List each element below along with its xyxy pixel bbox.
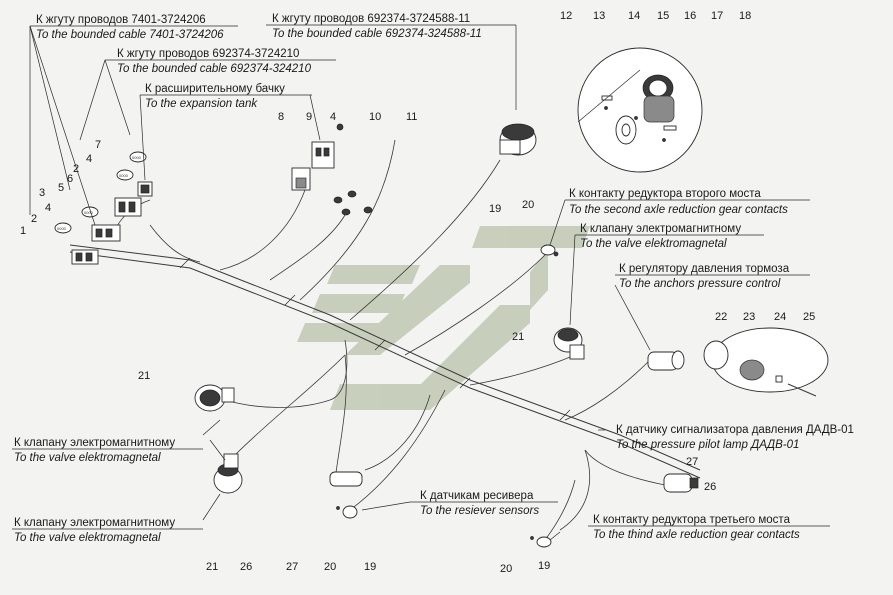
callout-21: 21 xyxy=(138,370,150,382)
valve-connector-right xyxy=(553,327,585,360)
label-pressure-sensor-ru: К датчику сигнализатора давления ДАДВ-01 xyxy=(616,424,854,436)
callout-20: 20 xyxy=(522,199,534,211)
callout-23: 23 xyxy=(743,311,755,323)
callout-1: 1 xyxy=(20,225,26,237)
connector-block-5 xyxy=(114,197,142,217)
callout-6: 6 xyxy=(67,173,73,185)
label-second-axle-ru: К контакту редуктора второго моста xyxy=(569,188,761,200)
label-brake-regulator-ru: К регулятору давления тормоза xyxy=(619,263,790,275)
terminals-10 xyxy=(333,190,373,216)
label-harness-588-ru: К жгуту проводов 692374-3724588-11 xyxy=(272,13,470,25)
callout-4: 4 xyxy=(330,111,336,123)
callout-19: 19 xyxy=(364,561,376,573)
watermark-logo xyxy=(297,226,590,410)
label-valve-right-ru: К клапану электромагнитному xyxy=(580,223,741,235)
callout-2: 2 xyxy=(73,163,79,175)
label-valve-left-lower-en: To the valve elektromagnetal xyxy=(14,532,161,544)
callout-9: 9 xyxy=(306,111,312,123)
sensor-second-axle xyxy=(540,244,559,257)
connector-9 xyxy=(311,141,335,169)
callout-19: 19 xyxy=(538,560,550,572)
harness-branches xyxy=(109,139,666,541)
connector-block-1 xyxy=(71,249,99,265)
connector-8 xyxy=(291,167,311,191)
label-harness-210-ru: К жгуту проводов 692374-3724210 xyxy=(117,48,299,60)
callout-19: 19 xyxy=(489,203,501,215)
label-valve-left-upper-en: To the valve elektromagnetal xyxy=(14,452,161,464)
callout-16: 16 xyxy=(684,10,696,22)
label-brake-regulator-en: To the anchors pressure control xyxy=(619,278,781,290)
label-expansion-tank-en: To the expansion tank xyxy=(145,98,258,110)
callout-26: 26 xyxy=(240,561,252,573)
valve-connector-left-upper xyxy=(194,384,235,412)
callout-14: 14 xyxy=(628,10,640,22)
valve-connector-left-lower xyxy=(213,453,243,494)
callout-4: 4 xyxy=(45,202,51,214)
callout-27: 27 xyxy=(286,561,298,573)
label-harness-210-en: To the bounded cable 692374-324210 xyxy=(117,63,312,75)
pressure-sensor-right xyxy=(663,473,699,493)
svg-text:0000: 0000 xyxy=(132,155,142,160)
callout-26: 26 xyxy=(704,481,716,493)
label-harness-588-en: To the bounded cable 692374-324588-11 xyxy=(272,28,482,40)
svg-text:0000: 0000 xyxy=(57,226,67,231)
terminal-4 xyxy=(336,123,344,131)
svg-text:0000: 0000 xyxy=(84,210,94,215)
callout-5: 5 xyxy=(58,182,64,194)
label-third-axle-ru: К контакту редуктора третьего моста xyxy=(593,514,791,526)
sensor-third-axle xyxy=(530,536,552,548)
receiver-sensor xyxy=(329,471,363,519)
detail-view-circle xyxy=(577,47,703,173)
label-valve-left-lower-ru: К клапану электромагнитному xyxy=(14,517,175,529)
callout-24: 24 xyxy=(774,311,786,323)
label-harness-7401-ru: К жгуту проводов 7401-3724206 xyxy=(36,14,206,26)
label-receiver-sensors-en: To the resiever sensors xyxy=(420,505,539,517)
callout-25: 25 xyxy=(803,311,815,323)
callout-12: 12 xyxy=(560,10,572,22)
callout-13: 13 xyxy=(593,10,605,22)
callout-15: 15 xyxy=(657,10,669,22)
callout-18: 18 xyxy=(739,10,751,22)
label-expansion-tank-ru: К расширительному бачку xyxy=(145,83,285,95)
leader-lines xyxy=(29,24,651,541)
callout-2: 2 xyxy=(31,213,37,225)
callout-27: 27 xyxy=(686,456,698,468)
callout-17: 17 xyxy=(711,10,723,22)
connector-block-3 xyxy=(91,224,121,242)
callout-20: 20 xyxy=(500,563,512,575)
callout-10: 10 xyxy=(369,111,381,123)
label-pressure-sensor-en: To the pressure pilot lamp ДАДВ-01 xyxy=(616,439,799,451)
callout-numbers: 1 2 2 3 4 4 5 6 7 8 9 10 11 4 12 13 14 1… xyxy=(20,10,815,575)
callout-22: 22 xyxy=(715,311,727,323)
seal-tags: 0000 0000 0000 0000 xyxy=(54,151,147,234)
label-receiver-sensors-ru: К датчикам ресивера xyxy=(420,490,534,502)
callout-7: 7 xyxy=(95,139,101,151)
connector-block-7 xyxy=(137,181,153,197)
label-valve-right-en: To the valve elektromagnetal xyxy=(580,238,727,250)
callout-21: 21 xyxy=(206,561,218,573)
detail-view-oval xyxy=(703,327,829,397)
callout-8: 8 xyxy=(278,111,284,123)
svg-text:0000: 0000 xyxy=(119,173,129,178)
callout-3: 3 xyxy=(39,187,45,199)
main-harness-trunk xyxy=(69,244,701,479)
label-third-axle-en: To the thind axle reduction gear contact… xyxy=(593,529,800,541)
label-valve-left-upper-ru: К клапану электромагнитному xyxy=(14,437,175,449)
callout-20: 20 xyxy=(324,561,336,573)
callout-11: 11 xyxy=(406,111,417,123)
round-connector-harness xyxy=(499,123,537,156)
label-second-axle-en: To the second axle reduction gear contac… xyxy=(569,204,788,216)
label-harness-7401-en: To the bounded cable 7401-3724206 xyxy=(36,29,224,41)
callout-21: 21 xyxy=(512,331,524,343)
callout-4: 4 xyxy=(86,153,92,165)
labels: К жгуту проводов 7401-3724206 To the bou… xyxy=(12,13,854,544)
brake-regulator-connector xyxy=(647,350,685,371)
